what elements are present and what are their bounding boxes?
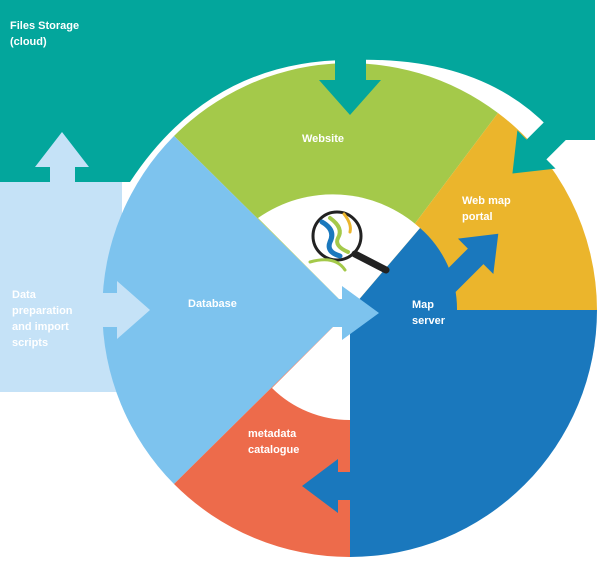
website-label: Website	[302, 133, 344, 145]
magnifying-glass-map-icon	[308, 210, 390, 274]
map-server-segment	[350, 310, 597, 557]
data-preparation-block	[0, 182, 122, 392]
map-server-label: Map server	[412, 299, 446, 327]
website-segment	[174, 63, 498, 311]
map-server-inner	[350, 228, 458, 310]
arrow-into-web-map-portal	[512, 119, 567, 174]
arrow-database-to-map-server	[252, 286, 379, 340]
metadata-catalogue-label: metadata catalogue	[248, 428, 300, 456]
arrow-map-server-to-portal	[435, 233, 499, 297]
files-storage-label: Files Storage (cloud)	[10, 20, 80, 48]
inner-space-bottom	[272, 310, 350, 421]
database-segment	[102, 136, 350, 484]
arrow-up-to-files-storage	[35, 132, 89, 195]
arrow-into-website	[319, 55, 381, 115]
files-storage-block	[0, 0, 595, 182]
arrow-map-server-to-metadata	[302, 459, 355, 513]
data-preparation-label: Data preparation and import scripts	[12, 289, 73, 349]
arrow-data-prep-to-database	[58, 281, 150, 339]
web-map-portal-label: Web map portal	[462, 195, 511, 223]
database-label: Database	[188, 298, 237, 310]
